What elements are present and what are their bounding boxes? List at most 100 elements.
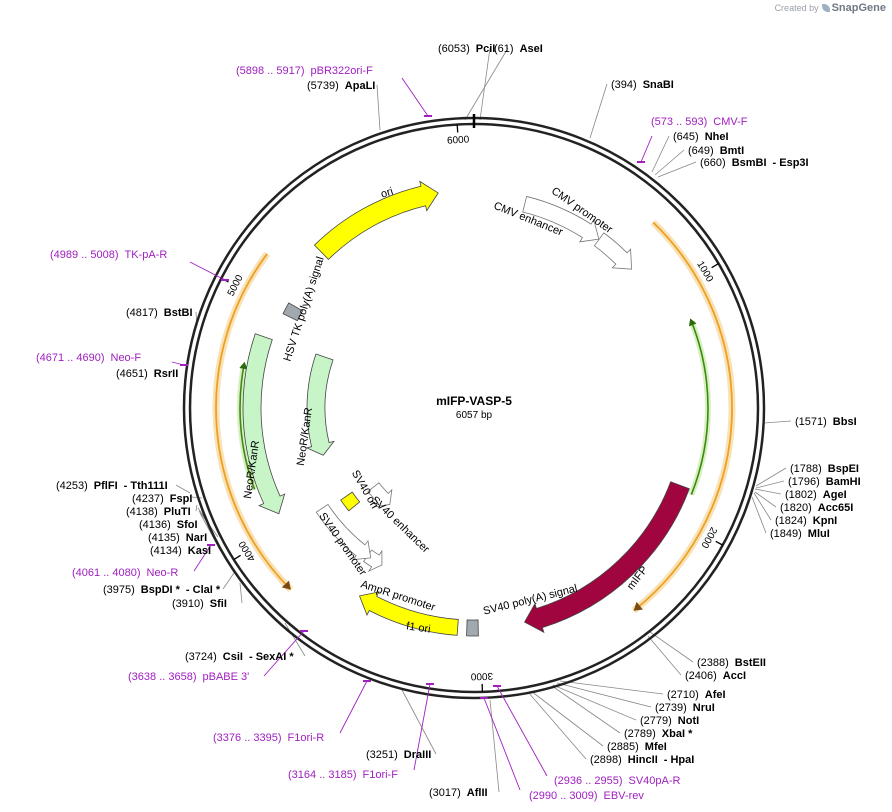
site-label-sfoi[interactable]: (4136)SfoI xyxy=(139,519,198,531)
primer-label-neo-r[interactable]: (4061 .. 4080)Neo-R xyxy=(72,567,178,579)
feature-ori[interactable] xyxy=(313,180,439,260)
site-position: (4651) xyxy=(116,368,148,380)
brand-prefix: Created by xyxy=(774,3,819,13)
site-label-rsrii[interactable]: (4651)RsrII xyxy=(116,368,178,380)
site-label-bsmbi[interactable]: (660)BsmBI- Esp3I xyxy=(700,157,809,169)
site-position: (6053) xyxy=(438,43,470,55)
site-label-apali[interactable]: (5739)ApaLI xyxy=(307,80,375,92)
site-position: (4136) xyxy=(139,519,171,531)
primer-label-tk-pa-r[interactable]: (4989 .. 5008)TK-pA-R xyxy=(50,249,167,261)
site-leader-line xyxy=(651,135,670,173)
site-leader-line xyxy=(556,682,652,708)
site-label-bspei[interactable]: (1788)BspEI xyxy=(790,463,859,475)
site-label-bstbi[interactable]: (4817)BstBI xyxy=(126,307,193,319)
site-label-asei[interactable]: (61)AseI xyxy=(494,43,543,55)
site-position: (4253) xyxy=(56,480,88,492)
site-label-bsteii[interactable]: (2388)BstEII xyxy=(697,657,766,669)
feature-hsv-tk-poly-a-signal[interactable] xyxy=(282,302,304,322)
primer-range: (3638 .. 3658) xyxy=(128,671,197,683)
site-name: KpnI xyxy=(813,515,837,527)
site-alias: - SexAI * xyxy=(249,651,294,663)
site-label-snabi[interactable]: (394) SnaBI xyxy=(611,79,674,91)
bp-tick-label: 6000 xyxy=(447,134,470,146)
feature-sv40-poly-a-signal[interactable] xyxy=(466,619,479,637)
site-label-aflii[interactable]: (3017)AflII xyxy=(429,787,488,799)
site-label-bspdi[interactable]: (3975)BspDI *- ClaI * xyxy=(103,584,221,596)
orf-arcs xyxy=(212,219,736,614)
site-name: HincII xyxy=(628,754,658,766)
feature-sv40-enhancer[interactable] xyxy=(367,482,393,508)
site-leader-line xyxy=(559,680,664,695)
site-label-fspi[interactable]: (4237)FspI xyxy=(132,493,192,505)
site-position: (4237) xyxy=(132,493,164,505)
site-label-kpni[interactable]: (1824)KpnI xyxy=(775,515,837,527)
site-name: SnaBI xyxy=(643,79,674,91)
site-position: (4135) xyxy=(148,532,180,544)
primer-range: (3376 .. 3395) xyxy=(213,732,282,744)
feature-cmv-enhancer[interactable] xyxy=(522,195,600,243)
site-label-sfii[interactable]: (3910)SfiI xyxy=(172,598,227,610)
site-leader-line xyxy=(657,161,697,178)
site-label-pluti[interactable]: (4138)PluTI xyxy=(126,506,191,518)
feature-neor-kanr[interactable] xyxy=(242,333,286,515)
site-name: BspDI * xyxy=(141,584,181,596)
site-leader-line xyxy=(754,488,782,495)
primer-label-ebv-rev[interactable]: (2990 .. 3009)EBV-rev xyxy=(529,790,644,802)
site-label-hincii[interactable]: (2898)HincII- HpaI xyxy=(590,754,694,766)
primer-label-f1ori-f[interactable]: (3164 .. 3185)F1ori-F xyxy=(288,769,398,781)
feature-cmv-promoter[interactable] xyxy=(593,232,632,270)
feature-sv40-ori[interactable] xyxy=(340,491,361,512)
site-leader-line xyxy=(479,47,491,121)
site-label-nhei[interactable]: (645)NheI xyxy=(673,131,729,143)
bp-tick xyxy=(715,540,724,546)
site-label-acc65i[interactable]: (1820)Acc65I xyxy=(780,502,853,514)
site-label-csii[interactable]: (3724)CsiI- SexAI * xyxy=(185,651,294,663)
primer-label-cmv-f[interactable]: (573 .. 593)CMV-F xyxy=(651,116,748,128)
primer-label-sv40pa-r[interactable]: (2936 .. 2955)SV40pA-R xyxy=(554,775,681,787)
primer-name: EBV-rev xyxy=(604,790,645,802)
primer-label-pbr322ori-f[interactable]: (5898 .. 5917)pBR322ori-F xyxy=(236,65,373,77)
site-position: (2789) xyxy=(624,728,656,740)
site-label-xbai[interactable]: (2789)XbaI * xyxy=(624,728,693,740)
site-label-agei[interactable]: (1802)AgeI xyxy=(785,489,847,501)
site-label-mlui[interactable]: (1849)MluI xyxy=(770,528,830,540)
site-label-noti[interactable]: (2779)NotI xyxy=(640,715,699,727)
orf-inner-line xyxy=(239,365,256,490)
site-alias: - HpaI xyxy=(664,754,695,766)
site-label-mfei[interactable]: (2885)MfeI xyxy=(607,741,667,753)
site-leader-line xyxy=(763,420,792,424)
site-label-nrui[interactable]: (2739)NruI xyxy=(655,702,715,714)
bp-tick xyxy=(711,263,719,269)
bp-tick xyxy=(233,554,241,561)
site-position: (2739) xyxy=(655,702,687,714)
site-position: (1802) xyxy=(785,489,817,501)
feature-neor-kanr[interactable] xyxy=(305,353,335,456)
feature-f1-ori[interactable] xyxy=(358,591,459,636)
site-label-bbsi[interactable]: (1571)BbsI xyxy=(795,416,857,428)
site-position: (394) xyxy=(611,79,637,91)
site-label-acci[interactable]: (2406)AccI xyxy=(685,670,746,682)
site-label-bmti[interactable]: (649)BmtI xyxy=(688,145,744,157)
site-label-kasi[interactable]: (4134)KasI xyxy=(150,545,211,557)
site-label-pcii[interactable]: (6053)PciI xyxy=(438,43,495,55)
site-leader-line xyxy=(647,635,682,676)
site-name: MfeI xyxy=(645,741,667,753)
primer-label-f1ori-r[interactable]: (3376 .. 3395)F1ori-R xyxy=(213,732,324,744)
feature-mifp[interactable] xyxy=(523,481,690,634)
site-label-afei[interactable]: (2710)AfeI xyxy=(667,689,726,701)
site-position: (3724) xyxy=(185,651,217,663)
site-name: BmtI xyxy=(720,145,744,157)
snapgene-logo-icon xyxy=(821,4,830,12)
primer-label-pbabe-3[interactable]: (3638 .. 3658)pBABE 3' xyxy=(128,671,249,683)
feature-sv40-promoter[interactable] xyxy=(315,503,372,561)
site-label-draiii[interactable]: (3251)DraIII xyxy=(366,749,431,761)
site-label-pflfi[interactable]: (4253)PflFI- Tth111I xyxy=(56,480,168,492)
site-label-bamhi[interactable]: (1796)BamHI xyxy=(788,476,861,488)
orf-arrowhead xyxy=(633,601,643,611)
site-name: BbsI xyxy=(833,416,857,428)
site-name: NheI xyxy=(705,131,729,143)
site-label-nari[interactable]: (4135)NarI xyxy=(148,532,207,544)
primer-label-neo-f[interactable]: (4671 .. 4690)Neo-F xyxy=(36,352,141,364)
